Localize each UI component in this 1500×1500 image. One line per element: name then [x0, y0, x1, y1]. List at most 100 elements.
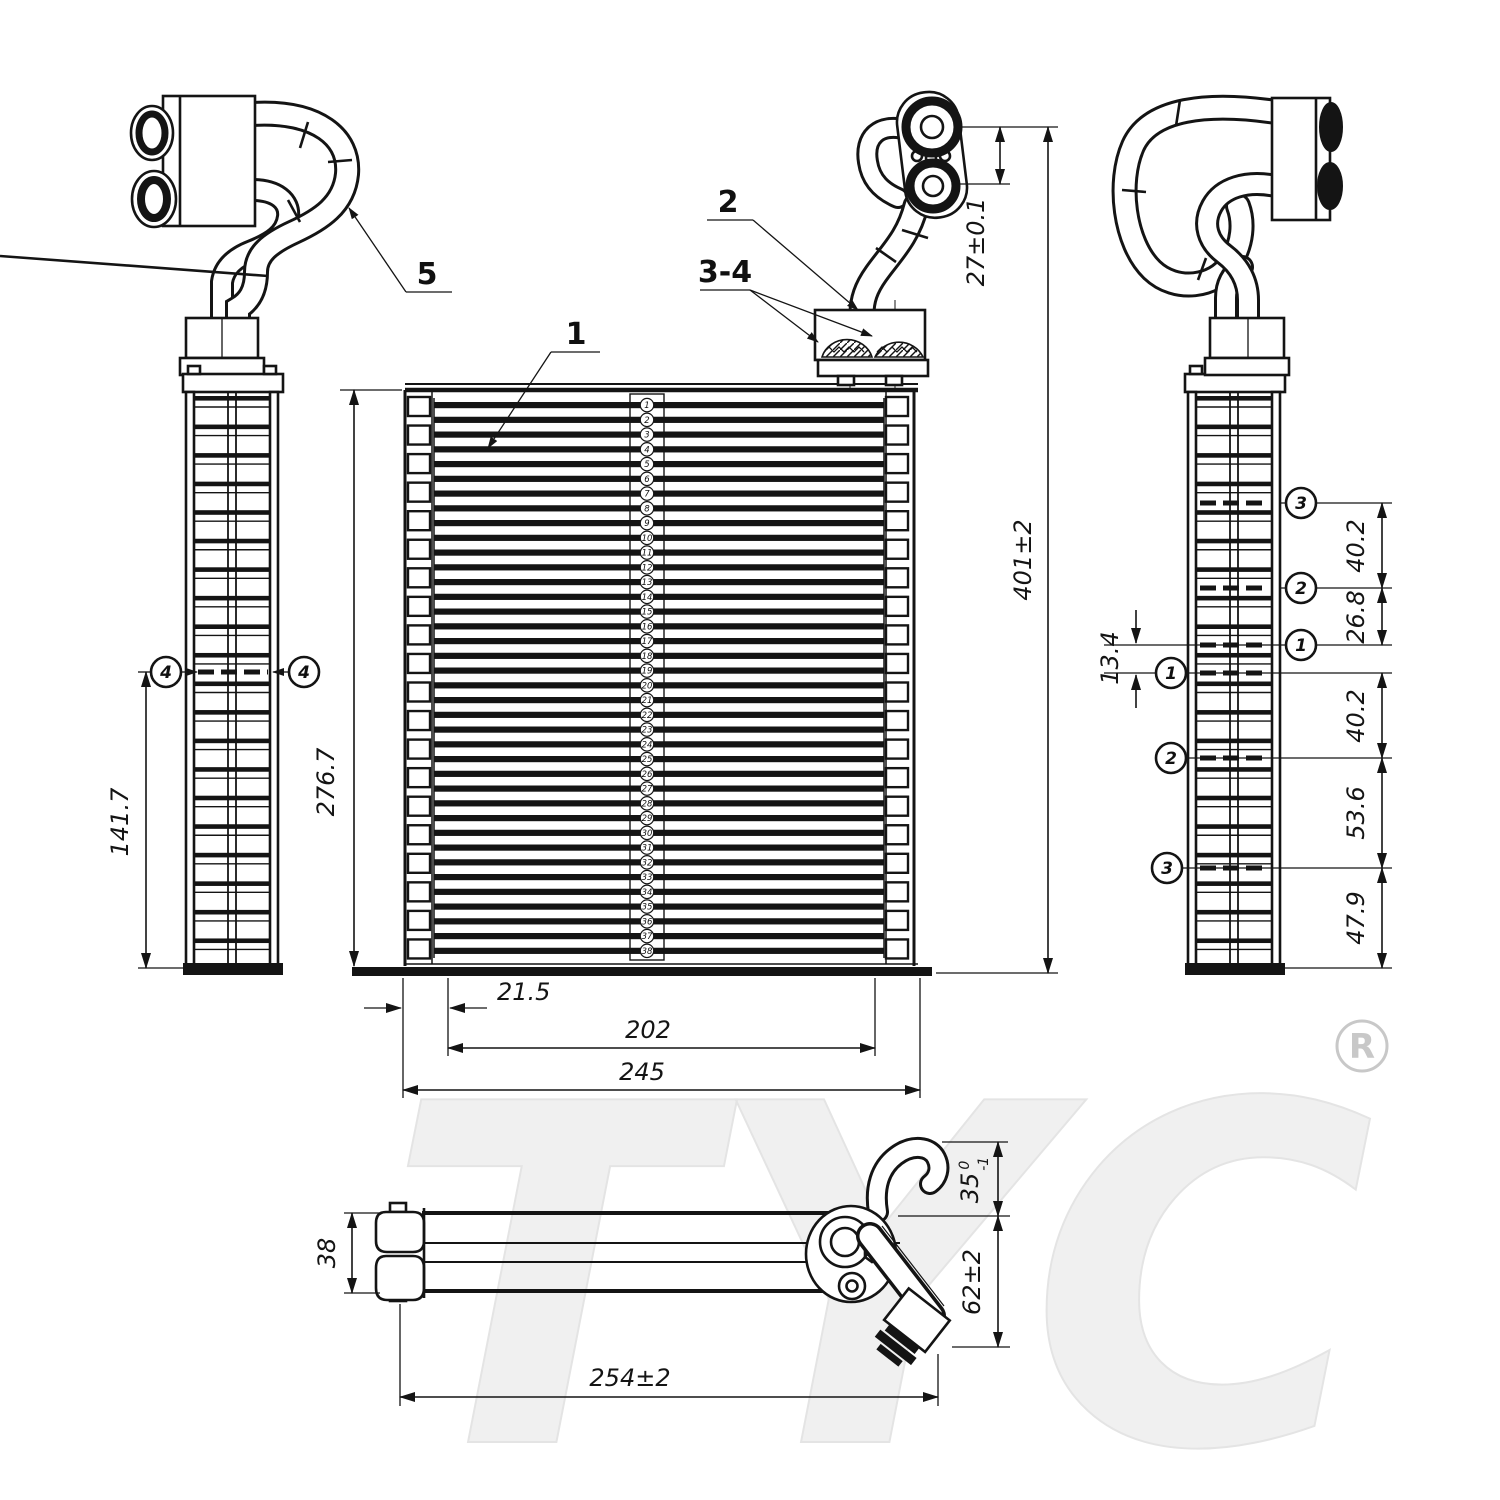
spring-right — [876, 346, 918, 353]
side-plate-cell — [406, 881, 432, 903]
core-tube — [434, 682, 884, 689]
tube-number-circle — [639, 869, 655, 885]
dim-13-4: 13.4 — [1096, 610, 1141, 708]
ladder-rung — [1196, 567, 1272, 572]
top-tab — [262, 364, 278, 376]
side-plate-cell — [884, 852, 910, 874]
leader-line — [487, 351, 552, 449]
tube-number: 38 — [642, 947, 653, 957]
tube-number: 3 — [644, 431, 649, 441]
side-plate-cell — [884, 909, 910, 932]
hook-pipe-body — [868, 1140, 947, 1220]
side-plate-cell — [884, 881, 910, 903]
bolt-hole — [938, 149, 952, 163]
tube-number-circle — [639, 427, 655, 442]
ladder-rung — [194, 624, 270, 629]
ladder-rung — [1196, 595, 1272, 601]
tube-number-circle — [639, 722, 655, 737]
tube-number-column — [629, 393, 665, 961]
nozzle — [874, 1286, 952, 1367]
side-plate-cell — [406, 538, 432, 560]
core-tube — [434, 697, 884, 704]
marker-2-left: 2 — [1154, 741, 1392, 775]
pipe-seam — [286, 199, 302, 223]
ladder-rung — [194, 510, 270, 515]
core-tube — [434, 652, 884, 659]
pipe-seam — [881, 1225, 945, 1307]
ladder-rung — [1196, 510, 1272, 515]
dim-401: 401±2 — [936, 126, 1058, 974]
tube-number-circle — [639, 456, 655, 472]
callout-5-label: 5 — [417, 257, 438, 292]
tube-number: 24 — [642, 740, 653, 750]
dim-401-text: 401±2 — [1009, 519, 1037, 600]
side-plate-cell — [406, 452, 432, 475]
view-left-side: 4 4 141.7 — [106, 364, 321, 975]
ladder-rung — [1196, 824, 1272, 829]
tube-number: 13 — [642, 578, 653, 588]
marker-1-left: 1 — [1104, 656, 1392, 690]
ladder-rung — [1196, 453, 1272, 458]
dim-276-7-text: 276.7 — [312, 747, 340, 816]
core-tube — [434, 844, 884, 851]
lower-port-ring — [905, 158, 961, 214]
ladder-rung — [194, 881, 270, 886]
ladder-rung — [1196, 710, 1272, 715]
upper-port-bore — [919, 114, 945, 140]
core-tube — [434, 829, 884, 836]
callout-5: 5 — [348, 207, 452, 293]
dim-40-2a-text: 40.2 — [1342, 519, 1370, 572]
core-tube — [434, 667, 884, 674]
tube-number: 17 — [642, 637, 653, 647]
ladder-rungs — [194, 396, 270, 951]
tube-number-circle — [639, 678, 655, 693]
core-tube — [434, 918, 884, 925]
marker-1-right: 1 — [1104, 628, 1392, 662]
tube-number: 22 — [642, 711, 653, 721]
side-plate-cell — [884, 538, 910, 560]
tube-number: 28 — [642, 799, 653, 809]
port-block — [161, 94, 257, 228]
tube-number: 25 — [642, 755, 653, 765]
tube-number-circle — [639, 412, 655, 428]
pipe-foot-base — [1203, 356, 1291, 377]
side-plate-cell — [406, 510, 432, 532]
leader-line-b — [749, 289, 873, 337]
ladder-rung — [194, 567, 270, 572]
dim-40-2b-text: 40.2 — [1342, 689, 1370, 742]
marker-3-right: 3 — [1280, 486, 1392, 520]
ladder-rung — [1196, 624, 1272, 629]
tube-number-circle — [639, 781, 655, 796]
tube-number-circle — [639, 530, 655, 546]
tube-number-circle — [639, 663, 655, 678]
dim-62-text: 62±2 — [958, 1249, 986, 1315]
lower-port — [1317, 162, 1343, 210]
core-tube — [434, 446, 884, 453]
side-plate-cell — [884, 795, 910, 817]
ladder-rung — [194, 824, 270, 829]
tube-number-circle — [639, 737, 655, 752]
ladder-rung — [1196, 424, 1272, 430]
side-plate-cell — [406, 424, 432, 446]
lower-port-bore — [921, 174, 945, 198]
side-plate-cell — [406, 395, 432, 418]
tube-number-circle — [639, 397, 655, 413]
registered-trademark-icon: R — [1335, 1019, 1389, 1073]
core-tube — [434, 593, 884, 600]
dim-chain-right: 40.2 26.8 40.2 53.6 47.9 — [1280, 502, 1392, 969]
core-tube — [434, 475, 884, 482]
tube-number: 36 — [642, 917, 653, 927]
ladder-rung — [1196, 909, 1272, 915]
ladder-rung — [194, 795, 270, 801]
view-front-core: 1234567891011121314151617181920212223242… — [312, 317, 932, 1098]
callout-3-4-label: 3-4 — [698, 255, 752, 290]
callout-1: 1 — [487, 317, 600, 449]
core-tube — [434, 756, 884, 763]
side-plate-cell — [406, 681, 432, 703]
dim-47-9-text: 47.9 — [1342, 891, 1370, 944]
callout-2: 2 — [707, 185, 859, 311]
tube-number-circle — [639, 604, 655, 619]
upper-port-ring — [901, 96, 963, 158]
dim-254: 254±2 — [399, 1304, 939, 1406]
side-plate-cell — [406, 795, 432, 817]
